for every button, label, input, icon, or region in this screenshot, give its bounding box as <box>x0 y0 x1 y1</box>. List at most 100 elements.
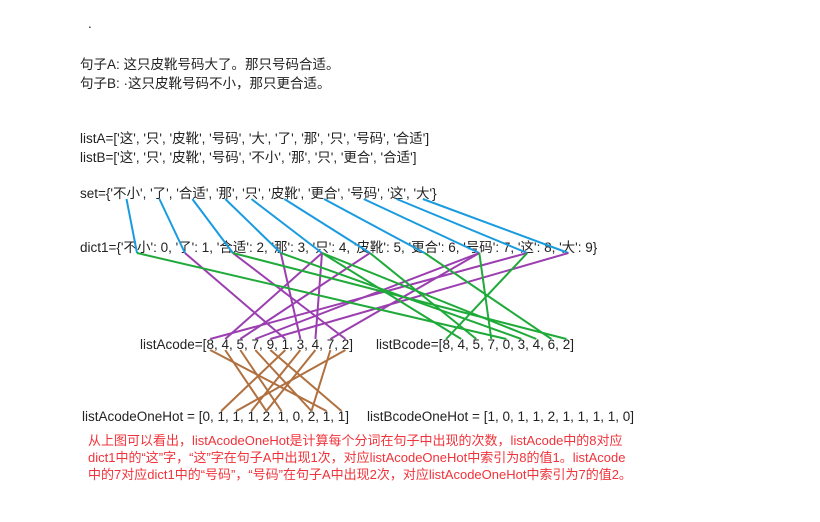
separator: , <box>208 186 216 201</box>
list-item: 2 <box>547 409 556 424</box>
list-item: 3 <box>517 337 526 352</box>
list-item: '大' <box>413 186 433 201</box>
list-item: '合适' <box>380 150 413 165</box>
list-item: 1 <box>277 409 286 424</box>
acode-to-onehot-line <box>239 349 283 412</box>
listBcodeOneHot-label: listBcodeOneHot = <box>367 409 484 424</box>
bcode-to-dict-line <box>321 252 537 340</box>
bracket: [ <box>438 337 443 352</box>
list-item: 1 <box>487 409 495 424</box>
list-a-onehot: listAcodeOneHot = [0, 1, 1, 1, 2, 1, 0, … <box>82 409 349 424</box>
separator: , <box>244 337 252 352</box>
list-item: '不小' <box>248 150 281 165</box>
bracket: [ <box>483 409 488 424</box>
list-item: '合适' <box>393 131 426 146</box>
list-item: 1 <box>607 409 616 424</box>
set-label: set= <box>80 186 106 201</box>
list-item: '不小' <box>110 186 143 201</box>
list-item: '更合' <box>307 186 341 201</box>
separator: , <box>225 409 233 424</box>
acode-to-dict-line <box>270 252 569 340</box>
separator: , <box>300 409 308 424</box>
list-item: '这' <box>117 150 136 165</box>
list-a: listA=['这', '只', '皮靴', '号码', '大', '了', '… <box>80 127 429 147</box>
separator: , <box>449 337 458 352</box>
separator: , <box>228 337 237 352</box>
separator: , <box>615 409 623 424</box>
list-item: '只' <box>327 131 347 146</box>
list-item: '皮靴' <box>268 186 301 201</box>
listA-label: listA= <box>80 131 114 146</box>
separator: , <box>161 150 170 165</box>
bcode-to-dict-line <box>369 252 477 340</box>
separator: , <box>405 186 414 201</box>
separator: , <box>241 150 249 165</box>
bcode-to-dict-line <box>478 252 493 340</box>
dict-value: : 6 <box>440 240 456 255</box>
list-item: 1 <box>562 409 571 424</box>
dict-key: '这' <box>517 240 537 255</box>
separator: , <box>510 409 518 424</box>
bracket: [ <box>198 409 203 424</box>
separator: , <box>201 131 210 146</box>
list-item: 0 <box>622 409 631 424</box>
list-item: 1 <box>247 409 256 424</box>
bracket: [ <box>202 337 207 352</box>
list-item: '只' <box>314 150 334 165</box>
list-item: '了' <box>150 186 169 201</box>
bcode-to-dict-line <box>445 252 528 340</box>
separator: , <box>319 131 328 146</box>
acode-to-dict-line <box>279 252 302 340</box>
separator: , <box>240 409 248 424</box>
separator: , <box>330 409 338 424</box>
acode-to-dict-line <box>314 252 323 340</box>
list-item: 4 <box>457 337 465 352</box>
separator: , <box>510 240 518 255</box>
list-item: '皮靴' <box>169 131 202 146</box>
list-b-onehot: listBcodeOneHot = [1, 0, 1, 1, 2, 1, 1, … <box>367 409 634 424</box>
list-a-code: listAcode=[8, 4, 5, 7, 9, 1, 3, 4, 7, 2] <box>140 337 353 352</box>
dict-key: '大' <box>559 240 578 255</box>
separator: , <box>333 150 341 165</box>
dict-key: '皮靴' <box>353 240 387 255</box>
separator: , <box>234 186 243 201</box>
dict-value: : 3 <box>290 240 306 255</box>
separator: , <box>373 150 381 165</box>
list-item: 2 <box>562 337 571 352</box>
separator: , <box>304 337 312 352</box>
bcode-to-dict-line <box>136 252 507 340</box>
list-item: 7 <box>326 337 335 352</box>
separator: , <box>480 337 488 352</box>
dict-value: : 4 <box>331 240 347 255</box>
separator: , <box>525 409 533 424</box>
separator: , <box>135 131 144 146</box>
list-item: '只' <box>143 131 162 146</box>
list-item: 0 <box>502 409 511 424</box>
separator: , <box>495 337 503 352</box>
list-item: 5 <box>236 337 245 352</box>
list-item: '那' <box>301 131 320 146</box>
separator: , <box>600 409 608 424</box>
acode-to-dict-line <box>239 252 371 340</box>
list-item: '皮靴' <box>169 150 202 165</box>
dict-key: '合适' <box>216 240 249 255</box>
acode-to-onehot-line <box>265 349 317 412</box>
dict-key: '那' <box>271 240 291 255</box>
list-item: '大' <box>248 131 268 146</box>
list-item: 1 <box>322 409 331 424</box>
separator: , <box>289 337 297 352</box>
bracket: ] <box>349 337 353 352</box>
sentence-a: 句子A: 这只皮靴号码大了。那只号码合适。 <box>80 57 340 72</box>
bracket: ] <box>630 409 635 424</box>
acode-to-onehot-line <box>269 349 343 412</box>
list-item: 1 <box>232 409 241 424</box>
acode-to-dict-line <box>184 252 287 340</box>
explanation-note: 从上图可以看出，listAcodeOneHot是计算每个分词在句子中出现的次数，… <box>88 433 632 482</box>
acode-to-onehot-line <box>310 349 332 412</box>
separator: , <box>334 337 342 352</box>
bracket: ] <box>345 409 350 424</box>
dot: . <box>88 16 92 31</box>
list-item: 0 <box>502 337 511 352</box>
separator: , <box>135 150 144 165</box>
acode-to-dict-line <box>329 252 480 340</box>
